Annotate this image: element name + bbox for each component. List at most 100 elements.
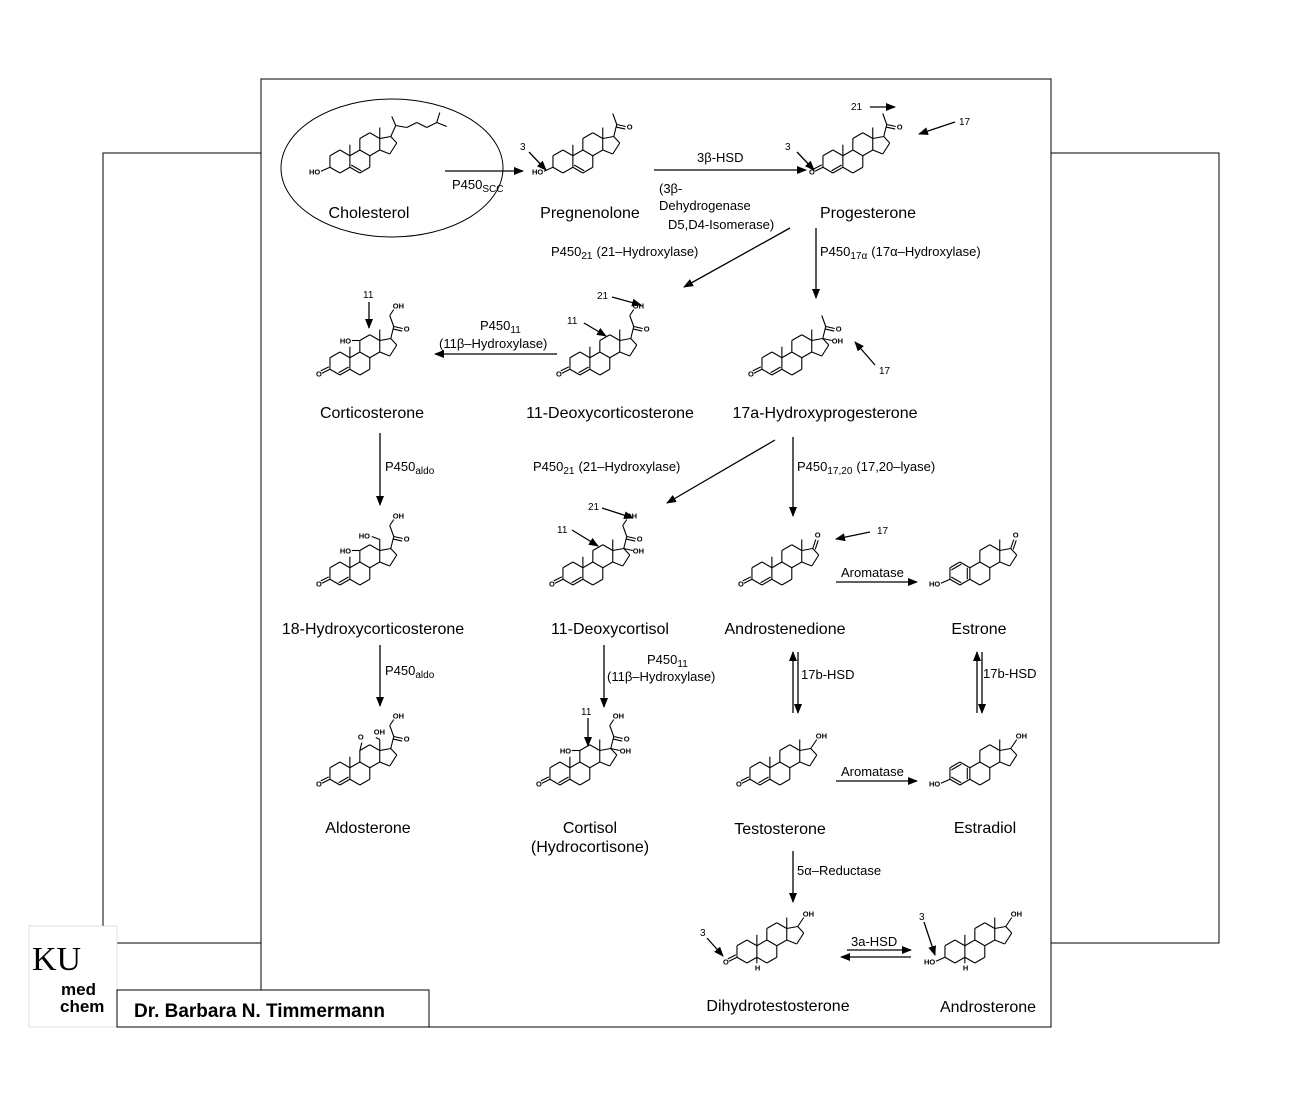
ring-bond	[809, 754, 818, 767]
c3-carbonyl-bond	[753, 368, 763, 374]
position-number-21: 21	[588, 502, 600, 513]
ring-bond	[989, 761, 1001, 769]
carbonyl-oxygen: O	[809, 167, 815, 176]
compound-label-11-deoxycortisol: 11-Deoxycortisol	[551, 621, 669, 638]
ring-bond	[349, 368, 361, 376]
hydroxyl-group: OH	[816, 732, 827, 741]
ring-bond	[359, 761, 371, 769]
ring-double-bond	[949, 578, 961, 586]
ring-bond	[791, 368, 803, 376]
ring-bond	[811, 351, 822, 357]
carbonyl-oxygen: O	[627, 123, 633, 132]
ring-bond	[872, 149, 883, 155]
c3-carbonyl-bond	[742, 576, 752, 582]
c3-carbonyl-bond	[553, 576, 563, 582]
side-chain-bond	[389, 525, 395, 537]
ring-bond	[989, 744, 1001, 751]
ring-bond	[852, 166, 864, 174]
ring-bond	[832, 149, 844, 157]
ring-bond	[379, 747, 391, 752]
ring-double-bond	[338, 776, 349, 784]
position-number-11: 11	[567, 316, 578, 327]
enzyme-label-17b-hsd-right: 17b-HSD	[983, 666, 1036, 681]
ring-bond	[944, 956, 956, 964]
ring-bond	[359, 132, 371, 139]
ring-bond	[569, 351, 581, 359]
side-chain-bond	[883, 124, 888, 137]
ring-bond	[761, 351, 773, 359]
compound-label-cholesterol: Cholesterol	[329, 205, 410, 222]
ring-bond	[589, 368, 601, 376]
ring-double-bond	[349, 166, 361, 174]
ring-double-bond	[950, 563, 962, 571]
c17-carbonyl-bond	[814, 540, 819, 550]
ring-bond	[329, 149, 341, 157]
ring-double-bond	[761, 578, 773, 586]
position-number-3: 3	[919, 912, 925, 923]
ring-bond	[612, 547, 624, 552]
c20-carbonyl-bond	[626, 535, 636, 540]
compound-label-estrone: Estrone	[951, 621, 1006, 638]
ring-bond	[883, 136, 891, 144]
ring-double-bond	[949, 561, 961, 569]
hydroxyl-group: OH	[393, 712, 404, 721]
ring-bond	[349, 761, 361, 769]
hydroxyl-group: OH	[1016, 732, 1027, 741]
ring-bond	[959, 761, 971, 769]
pointer-deoxycorticosterone-c21	[611, 296, 642, 307]
ring-bond	[749, 761, 761, 769]
ring-bond	[969, 761, 981, 769]
c20-carbonyl-bond	[393, 738, 403, 742]
hydroxyl-group: HO	[340, 547, 351, 556]
ring-double-bond	[950, 763, 962, 771]
enzyme-label-17b-hsd-left: 17b-HSD	[801, 667, 854, 682]
carbonyl-oxygen: O	[549, 579, 555, 588]
ring-bond	[329, 578, 341, 586]
ring-bond	[796, 932, 805, 945]
hydroxyl-group: OH	[613, 712, 624, 721]
enzyme-label-3a-hsd: 3a-HSD	[851, 934, 897, 949]
ring-bond	[582, 132, 594, 139]
ring-bond	[359, 544, 371, 551]
ring-bond	[736, 956, 748, 964]
hydroxyl-group: HO	[929, 579, 940, 588]
hydroxyl-group: OH	[1011, 910, 1022, 919]
ring-bond	[852, 149, 864, 157]
carbonyl-oxygen: O	[316, 579, 322, 588]
enzyme-label-3b-hsd: 3β-HSD	[697, 150, 743, 165]
ring-bond	[776, 922, 788, 929]
ring-bond	[552, 166, 564, 174]
ring-bond	[602, 149, 613, 155]
position-number-21: 21	[597, 291, 609, 302]
ring-double-bond	[338, 366, 349, 374]
ring-double-bond	[831, 164, 842, 172]
c3-carbonyl-bond	[752, 366, 762, 372]
carbonyl-oxygen: O	[316, 369, 322, 378]
ring-bond	[390, 548, 398, 556]
compound-label-cortisol: Cortisol	[563, 820, 617, 837]
ring-bond	[799, 761, 810, 767]
side-chain-bond	[390, 125, 397, 137]
ring-bond	[390, 338, 398, 346]
ring-bond	[756, 939, 768, 947]
pointer-deoxycorticosterone-c11	[583, 322, 607, 337]
ring-bond	[959, 561, 971, 569]
ring-bond	[1010, 548, 1018, 556]
hydroxyl-group: OH	[803, 910, 814, 919]
c3-carbonyl-bond	[561, 368, 571, 374]
ring-bond	[359, 334, 371, 341]
enzyme-label-3b-hsd-full-line1: (3β-	[659, 181, 682, 196]
ring-bond	[989, 561, 1001, 569]
ring-bond	[389, 754, 398, 767]
ring-bond	[599, 368, 611, 376]
c20-carbonyl-bond	[626, 538, 636, 542]
ring-bond	[801, 351, 813, 359]
ring-bond	[969, 578, 981, 586]
ring-double-bond	[949, 778, 961, 786]
ring-bond	[610, 748, 618, 756]
c3-carbonyl-bond	[554, 578, 564, 584]
carbonyl-oxygen: O	[836, 325, 842, 334]
ring-double-bond	[759, 778, 771, 786]
ring-bond	[379, 547, 391, 552]
